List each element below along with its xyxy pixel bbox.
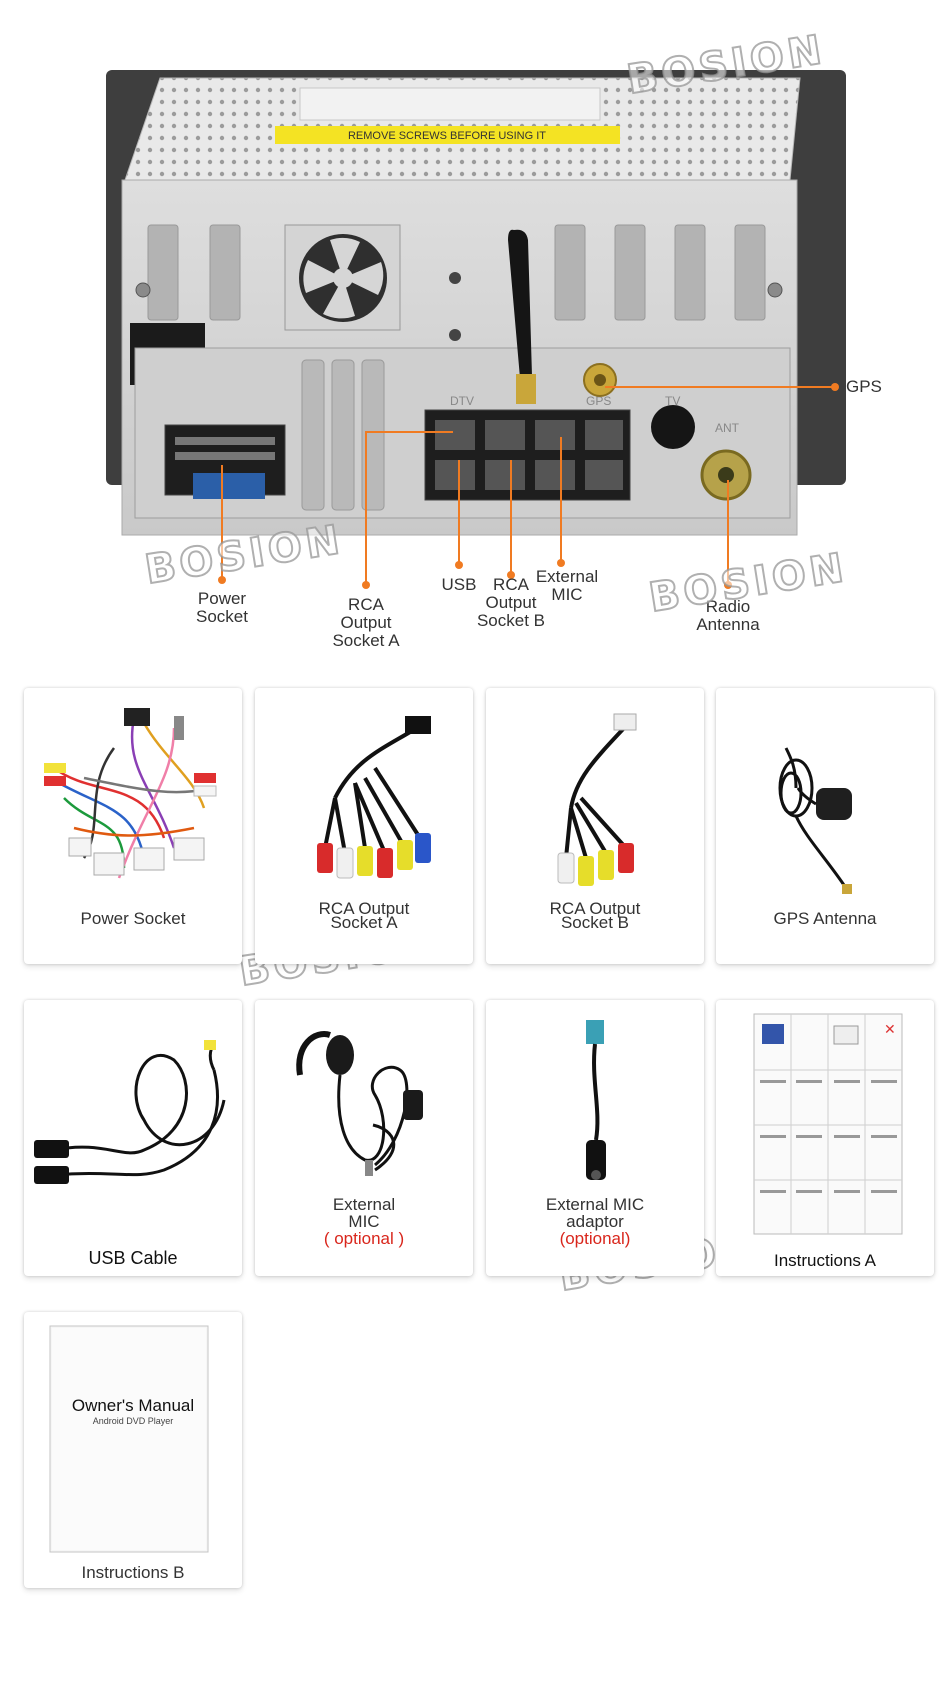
accessory-label: GPS Antenna xyxy=(773,909,877,928)
accessory-label: RCA Output Socket A xyxy=(255,899,473,932)
gps-antenna-illustration xyxy=(778,747,852,894)
callout-radio-antenna-line1: Radio xyxy=(705,597,751,616)
accessory-card-instructions-a: ✕ Instructions A xyxy=(716,1000,934,1276)
port-label-dtv: DTV xyxy=(450,394,474,408)
accessory-label-line2: Socket B xyxy=(560,913,630,932)
accessory-label: Instructions A xyxy=(773,1251,877,1270)
accessory-label-line2: MIC xyxy=(348,1212,380,1231)
accessory-card-gps-antenna: GPS Antenna xyxy=(716,688,934,964)
accessory-card-external-mic: External MIC ( optional ) xyxy=(255,1000,473,1276)
rca-cable-b-illustration xyxy=(557,713,637,886)
accessory-label: External MIC ( optional ) xyxy=(255,1196,473,1247)
accessory-label: Instructions B xyxy=(81,1563,185,1582)
instructions-a-illustration: ✕ xyxy=(753,1013,903,1235)
power-harness-illustration xyxy=(44,708,217,879)
device-rear-illustration: REMOVE SCREWS BEFORE USING IT xyxy=(106,70,846,589)
warning-sticker-text: REMOVE SCREWS BEFORE USING IT xyxy=(348,130,546,142)
accessory-card-rca-a: RCA Output Socket A xyxy=(255,688,473,964)
callout-radio-antenna-line2: Antenna xyxy=(696,615,760,634)
callout-usb: USB xyxy=(441,575,477,594)
accessory-label: RCA Output Socket B xyxy=(486,899,704,932)
rca-cable-a-illustration xyxy=(317,716,431,879)
callout-power-socket-line2: Socket xyxy=(196,607,248,626)
accessory-label-line1: RCA Output xyxy=(318,899,410,918)
accessory-label-line1: RCA Output xyxy=(549,899,641,918)
svg-text:✕: ✕ xyxy=(884,1021,896,1037)
callout-external-mic: External MIC xyxy=(533,568,601,604)
optional-note: (optional) xyxy=(559,1229,631,1248)
callout-radio-antenna: Radio Antenna xyxy=(690,598,766,634)
accessory-label: External MIC adaptor (optional) xyxy=(486,1196,704,1247)
accessory-label-line2: Socket A xyxy=(330,913,398,932)
optional-note: ( optional ) xyxy=(323,1229,405,1248)
external-mic-illustration xyxy=(296,1031,423,1176)
port-label-gps: GPS xyxy=(586,394,611,408)
accessory-card-power-socket: Power Socket xyxy=(24,688,242,964)
callout-rca-b: RCA Output Socket B xyxy=(468,576,554,630)
accessory-label-line2: adaptor xyxy=(566,1212,624,1231)
accessory-label-line1: External xyxy=(332,1195,396,1214)
accessory-card-instructions-b: Owner's Manual Android DVD Player Instru… xyxy=(24,1312,242,1588)
callout-gps: GPS xyxy=(846,377,882,396)
accessory-label-line1: External MIC xyxy=(545,1195,645,1214)
accessory-card-rca-b: RCA Output Socket B xyxy=(486,688,704,964)
device-rear-diagram: REMOVE SCREWS BEFORE USING IT xyxy=(0,0,950,660)
callout-power-socket-line1: Power xyxy=(197,589,247,608)
owners-manual-illustration xyxy=(49,1325,209,1553)
callout-external-mic-line2: MIC xyxy=(551,585,583,604)
callout-rca-a-line3: Socket A xyxy=(332,631,400,650)
callout-rca-a-line2: Output xyxy=(340,613,392,632)
port-label-ant: ANT xyxy=(715,421,740,435)
callout-rca-a-line1: RCA xyxy=(348,595,384,614)
callout-external-mic-line1: External xyxy=(535,567,599,586)
accessory-card-mic-adaptor: External MIC adaptor (optional) xyxy=(486,1000,704,1276)
callout-rca-b-line3: Socket B xyxy=(476,611,546,630)
callout-rca-a: RCA Output Socket A xyxy=(326,596,406,650)
callout-power-socket: Power Socket xyxy=(186,590,258,626)
mic-adaptor-illustration xyxy=(586,1020,606,1180)
accessory-card-usb-cable: USB Cable xyxy=(24,1000,242,1276)
callout-rca-b-line2: Output xyxy=(485,593,537,612)
callout-rca-b-line1: RCA xyxy=(493,575,529,594)
port-label-tv: TV xyxy=(665,394,680,408)
accessory-label: Power Socket xyxy=(80,909,186,928)
usb-cable-illustration xyxy=(34,1040,226,1184)
accessory-label: USB Cable xyxy=(88,1248,178,1268)
manual-subtitle: Android DVD Player xyxy=(92,1416,174,1426)
manual-title: Owner's Manual xyxy=(71,1396,195,1415)
